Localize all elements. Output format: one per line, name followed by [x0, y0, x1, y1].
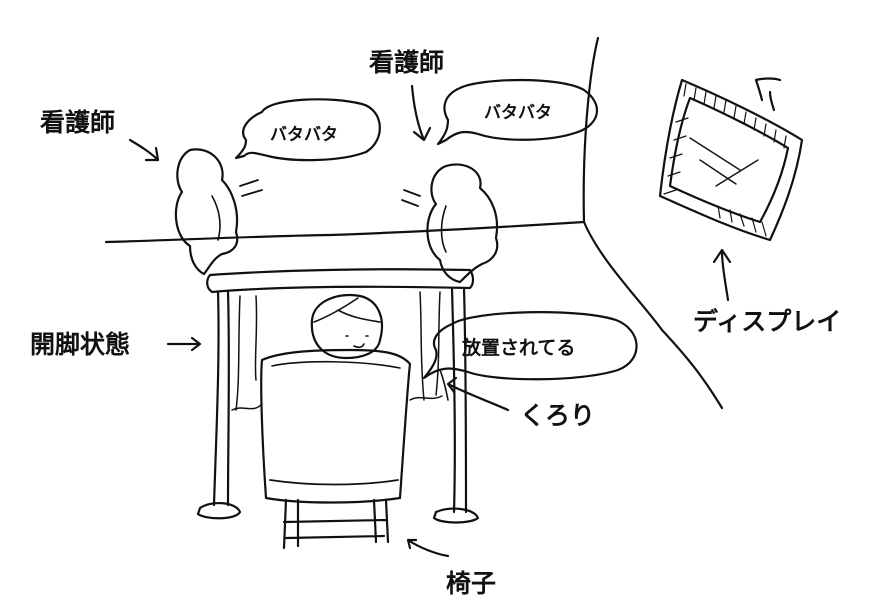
bed-leg-left — [212, 290, 220, 507]
wall-corner-line — [582, 36, 724, 410]
arrow-chair — [406, 538, 450, 558]
nurse-bird-left — [174, 148, 239, 276]
arrow-nurse-right — [410, 84, 432, 142]
patient-head — [310, 294, 384, 360]
bed-foot-left — [196, 502, 242, 520]
label-chair: 椅子 — [446, 569, 497, 598]
bubble-right-shape — [436, 78, 599, 146]
nurse-bird-left-wing — [211, 195, 221, 241]
nurse-bird-right — [426, 163, 499, 284]
bed-top-rail — [206, 268, 475, 294]
display-screen — [668, 96, 790, 224]
arrow-kurori — [446, 376, 510, 412]
display-frame — [658, 78, 804, 242]
nurse-bird-right-wing — [440, 205, 447, 253]
flapping-motion-marks — [239, 179, 421, 207]
label-nurse-right: 看護師 — [369, 48, 445, 77]
label-open-leg-state: 開脚状態 — [30, 330, 131, 359]
bubble-neglected-text: 放置されてる — [462, 337, 576, 359]
bubble-left-shape — [234, 98, 381, 162]
patient-face — [345, 335, 369, 349]
chair-back — [260, 348, 412, 504]
bed-leg-right-inner — [462, 286, 468, 514]
bubble-left-text: バタバタ — [270, 125, 338, 145]
bed-leg-right — [450, 286, 456, 514]
label-kurori: くろり — [520, 401, 596, 430]
display-mount — [754, 77, 782, 112]
arrow-open-leg — [166, 336, 202, 352]
chair-back-inner — [271, 360, 401, 369]
bed-curtain-lines — [231, 291, 443, 411]
display-glare — [689, 137, 759, 187]
patient-hair — [313, 297, 381, 323]
wall-floor-line — [104, 220, 586, 244]
label-display: ディスプレイ — [693, 307, 842, 336]
chair-legs — [282, 498, 390, 550]
chair-seat-line — [269, 479, 399, 486]
arrow-nurse-left — [128, 138, 160, 162]
bubble-right-text: バタバタ — [484, 103, 552, 123]
label-nurse-left: 看護師 — [40, 108, 116, 137]
drip-line — [439, 369, 449, 401]
bubble-neglected-shape — [422, 311, 638, 381]
bed-leg-left-inner — [226, 290, 230, 507]
arrow-display — [712, 248, 732, 302]
bed-foot-right — [432, 507, 480, 524]
display-shading — [663, 83, 787, 237]
